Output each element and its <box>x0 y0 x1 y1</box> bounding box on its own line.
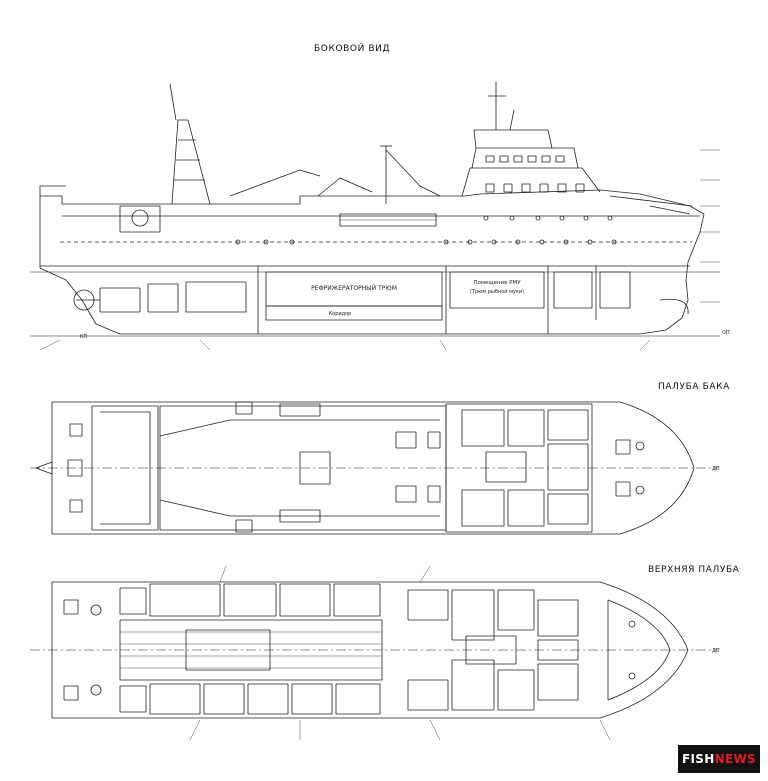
dp-label-upper: ДП <box>712 648 720 654</box>
upper-deck-title: ВЕРХНЯЯ ПАЛУБА <box>648 565 740 575</box>
dp-label-forecastle: ДП <box>712 466 720 472</box>
processing-deck <box>119 619 383 681</box>
portholes <box>235 215 617 245</box>
forecastle-deck-outline <box>51 401 695 535</box>
logo-part-1: FISH <box>682 752 715 766</box>
fishmeal-room <box>449 271 545 309</box>
room-label: Помещение РМУ <box>473 280 521 286</box>
corridor-label: Коридор <box>329 311 352 317</box>
upper-deck-plan <box>30 565 718 741</box>
hold-sub-label: (Трюм рыбной муки) <box>470 288 524 295</box>
forecastle-deck-title: ПАЛУБА БАКА <box>658 382 730 392</box>
kp-label: КП <box>80 334 88 340</box>
logo-part-2: NEWS <box>714 752 756 766</box>
side-view <box>30 82 720 351</box>
refrigerated-hold-label: РЕФРИЖЕРАТОРНЫЙ ТРЮМ <box>311 285 397 292</box>
side-view-title: БОКОВОЙ ВИД <box>314 44 391 54</box>
hull-outline <box>39 189 705 335</box>
op-label: ОП <box>722 330 730 336</box>
superstructure <box>461 167 601 197</box>
accommodation-block <box>445 403 593 533</box>
forecastle-deck-plan <box>30 401 718 535</box>
